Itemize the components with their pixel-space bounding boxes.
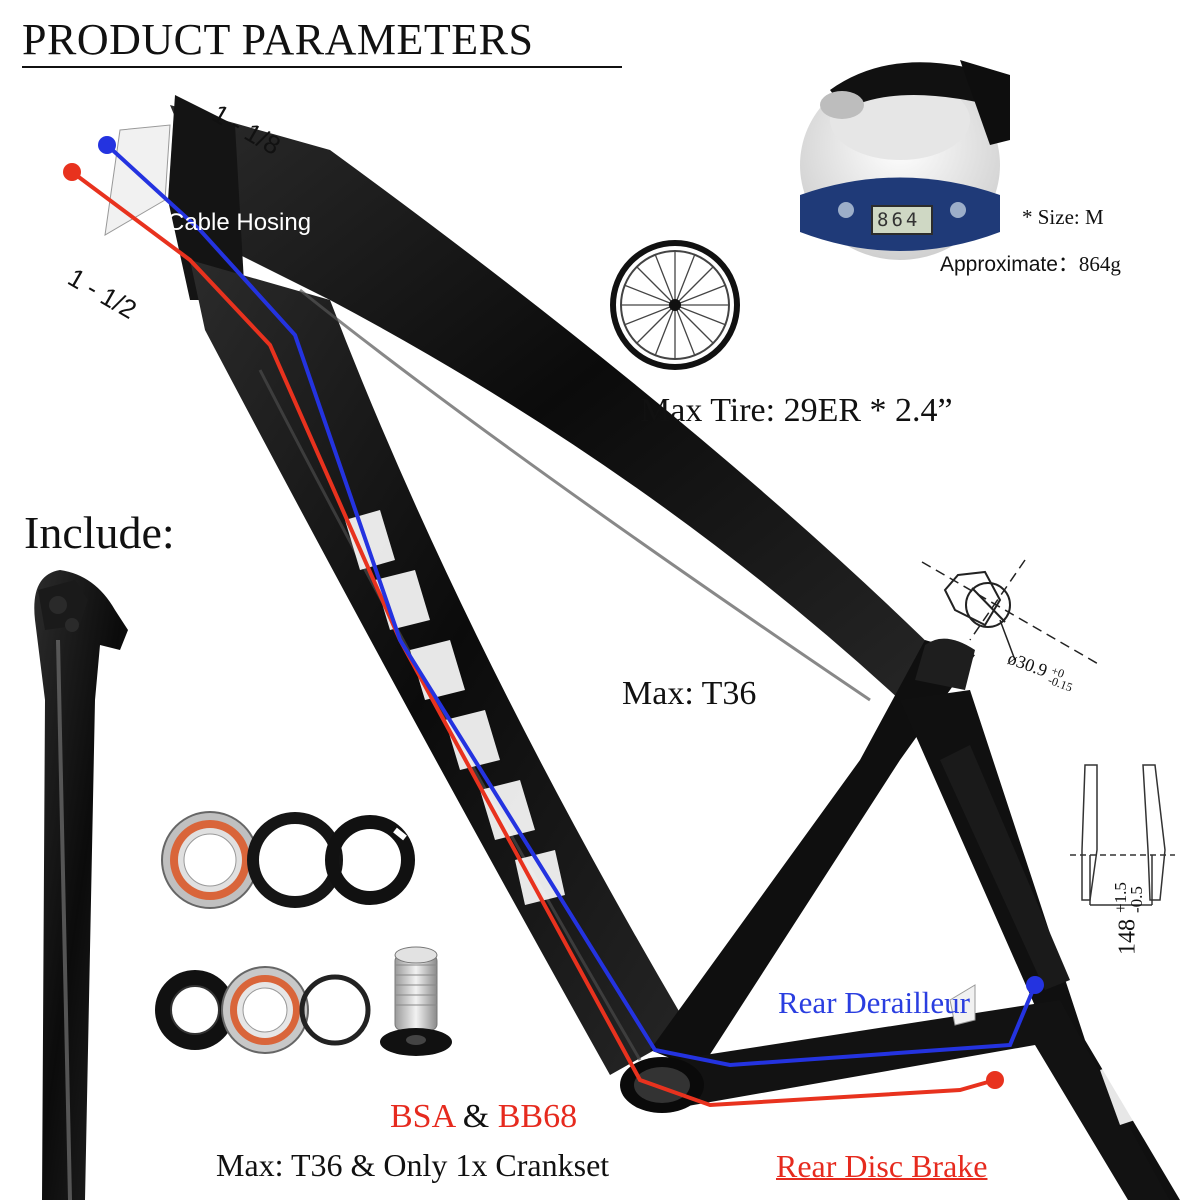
max-fork-label: Max: T36 [622,675,757,712]
cable-hosing-label: Cable Hosing [167,209,312,236]
bearing-bottom [221,966,309,1054]
red-cable-dot-brake [986,1071,1004,1089]
rear-derailleur-label: Rear Derailleur [778,985,970,1020]
rear-spacing-main: 148 [1114,919,1141,955]
frame-top-tube [170,105,935,700]
scale-weight-photo [800,60,1010,260]
rear-spacing-tolerance-lower: -0.5 [1127,886,1146,913]
bb68-label: BB68 [497,1098,578,1135]
red-cable-dot-top [63,163,81,181]
cable-routing [63,136,1044,1108]
frame-seat-stay-inner [940,745,1070,990]
approximate-value: 864g [1078,252,1121,276]
approximate-label: Approximate： [940,253,1079,276]
page-title: PRODUCT PARAMETERS [22,15,534,64]
split-ring [325,815,415,905]
max-tire-label: Max Tire: 29ER * 2.4” [640,392,953,429]
thin-ring [299,974,371,1046]
frame-chain-stay [640,1000,1170,1200]
expander-plug [380,946,452,1056]
dropout-sticker [949,984,976,1026]
blue-cable-dot-top [98,136,116,154]
bearing-top-left [161,811,259,909]
blue-cable-dot-derailleur [1026,976,1044,994]
scale-display-value: 864 [877,209,921,231]
frame-head-tube [168,95,245,300]
rear-disc-brake-label: Rear Disc Brake [776,1148,988,1184]
dust-cover [155,970,235,1050]
wheel-icon [610,240,740,370]
frame-seat-tube [650,640,975,1070]
seatpost-photo [34,570,128,1200]
include-label: Include: [24,507,175,558]
frame-size-label: * Size: M [1022,205,1104,229]
ampersand: & [462,1098,490,1135]
compression-ring [247,812,343,908]
carbon-bike-frame [104,95,1180,1200]
red-cable-line [70,170,996,1108]
frame-seat-collar [915,638,975,690]
seatpost-diameter-diagram [921,559,1101,666]
approximate-weight: Approximate：864g [940,248,1121,278]
crankset-note: Max: T36 & Only 1x Crankset [216,1147,610,1183]
title-underline [22,66,622,68]
bsa-label: BSA [390,1098,455,1135]
scale-lcd [871,205,933,235]
rear-axle-spacing-diagram [1070,764,1175,906]
bottom-bracket-label: BSA & BB68 [390,1098,577,1136]
headset-parts-photo [155,811,452,1056]
blue-cable-line [105,143,1037,1068]
rear-spacing-label: 148 +1.5 -0.5 [1111,882,1146,955]
